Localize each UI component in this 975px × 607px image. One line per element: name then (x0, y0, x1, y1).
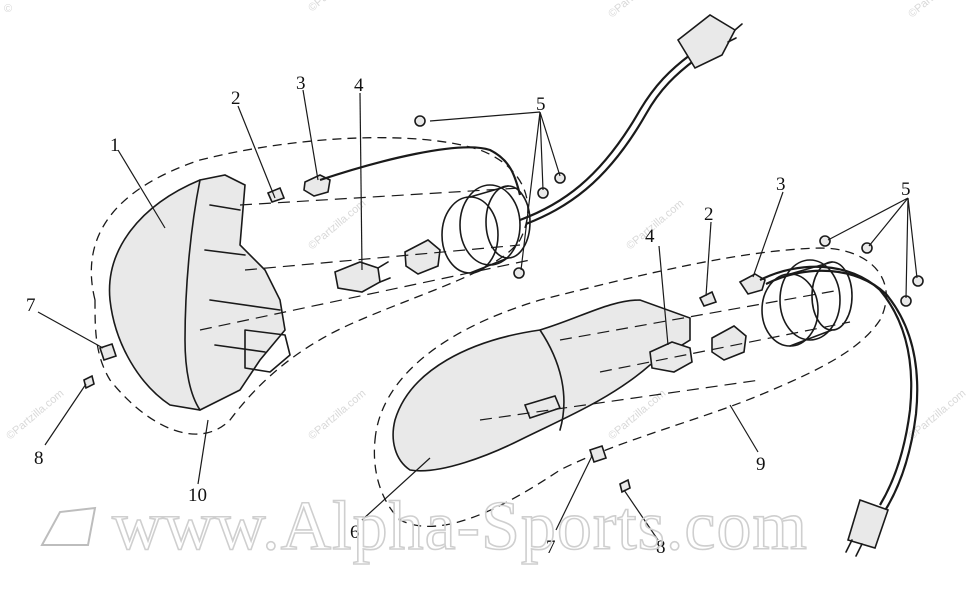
right-wire-harness (759, 265, 913, 506)
right-screw (912, 275, 924, 287)
left-wire-harness (319, 146, 522, 196)
left-body-panel-outline (90, 137, 529, 435)
left-reflector-ring (441, 184, 531, 274)
partzilla-watermark: ©Partzilla.com (306, 387, 368, 442)
left-headlight-assembly (83, 14, 743, 435)
left-screw (513, 267, 525, 279)
callout-4: 4 (354, 75, 364, 96)
left-screw (554, 172, 566, 184)
right-clip-screw (619, 478, 631, 494)
alpha-sports-watermark: www.Alpha-Sports.com (40, 487, 808, 566)
partzilla-watermark: ©Partzilla.com (306, 0, 368, 14)
left-clip (98, 342, 118, 362)
right-bulb (649, 341, 693, 373)
callout-5: 5 (536, 94, 546, 115)
left-small-bulb (303, 174, 331, 197)
callout-3: 3 (296, 73, 306, 94)
callout-4-right: 4 (645, 226, 655, 247)
right-connector (847, 498, 890, 549)
callout-7: 7 (26, 295, 36, 316)
left-screw (414, 115, 426, 127)
partzilla-watermark: ©Partzilla.com (624, 197, 686, 252)
partzilla-watermark: ©Partzilla.com (306, 197, 368, 252)
callout-2: 2 (231, 88, 241, 109)
right-small-bulb (738, 273, 766, 295)
callout-3-right: 3 (776, 174, 786, 195)
left-lower-bracket (244, 329, 291, 373)
callout-9: 9 (756, 454, 766, 475)
corner-copyright-mark: © (4, 3, 12, 15)
callout-7-right: 7 (546, 537, 556, 558)
left-headlight-lens (108, 174, 286, 411)
left-connector (676, 14, 737, 70)
callout-8: 8 (34, 448, 44, 469)
right-headlight-lens (392, 299, 691, 472)
callout-8-right: 8 (656, 537, 666, 558)
callout-10: 10 (188, 485, 207, 506)
leader-lines (37, 89, 918, 541)
left-wedge-bulb (266, 186, 286, 203)
callout-6: 6 (350, 522, 360, 543)
callout-2-right: 2 (704, 204, 714, 225)
right-screw (819, 235, 831, 247)
right-wedge-bulb (698, 290, 718, 307)
left-bulb (334, 261, 391, 293)
partzilla-watermark: ©Partzilla.com (906, 0, 968, 20)
partzilla-watermark: ©Partzilla.com (606, 387, 668, 442)
right-body-panel-outline (373, 247, 887, 528)
partzilla-watermark: ©Partzilla.com (4, 387, 66, 442)
left-clip-screw (83, 374, 95, 390)
left-bulb-socket (404, 239, 441, 275)
right-bulb-socket (711, 325, 747, 361)
left-headlight-housing-edge (184, 179, 201, 411)
right-headlight-assembly (373, 235, 924, 557)
watermark-logo-icon (40, 506, 97, 546)
callout-5-right: 5 (901, 179, 911, 200)
callout-1: 1 (110, 135, 120, 156)
partzilla-watermark: ©Partzilla.com (606, 0, 668, 20)
right-clip (588, 444, 608, 464)
watermark-text: www.Alpha-Sports.com (112, 488, 808, 565)
callouts: 1 2 3 4 5 7 8 10 4 2 3 5 6 7 8 9 (26, 73, 911, 558)
